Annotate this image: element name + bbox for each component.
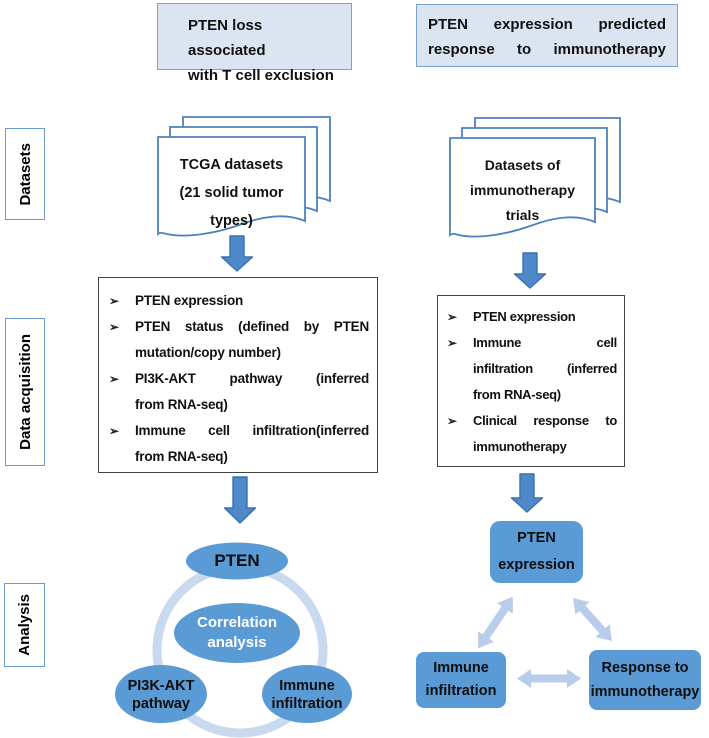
pten-expression-line1: PTEN <box>517 530 556 546</box>
doc-left-line2: (21 solid tumor types) <box>179 185 284 229</box>
pten-ellipse-label: PTEN <box>186 543 288 579</box>
doc-right-line3: trials <box>505 207 540 223</box>
pten-text: PTEN <box>214 551 260 570</box>
pi3k-line1: PI3K-AKT <box>127 677 195 694</box>
list-item: ➢ Immune cell infiltration (inferred fro… <box>445 330 617 408</box>
sidebar-label-data-acquisition: Data acquisition <box>5 318 45 466</box>
item-text: PI3K-AKT pathway (inferred <box>135 371 369 386</box>
immune-infiltration-box: Immune infiltration <box>416 652 506 708</box>
item-text: from RNA-seq) <box>135 449 228 464</box>
arrow-bullet-icon: ➢ <box>447 336 457 350</box>
pten-expression-box: PTEN expression <box>490 521 583 583</box>
doc-left-line1: TCGA datasets <box>179 157 284 173</box>
list-item: ➢ PTEN expression <box>107 288 369 314</box>
item-text: from RNA-seq) <box>135 397 228 412</box>
pten-ellipse <box>186 542 288 580</box>
item-text: Immune cell infiltration(inferred <box>135 423 369 438</box>
item-text: Immune cell <box>473 335 617 350</box>
item-text: PTEN expression <box>135 293 244 308</box>
list-item: ➢ PTEN expression <box>445 304 617 330</box>
item-text: PTEN status (defined by PTEN <box>135 319 369 334</box>
arrow-bullet-icon: ➢ <box>447 310 457 324</box>
correlation-analysis-label: Correlation analysis <box>174 604 300 662</box>
item-text: Clinical response to <box>473 413 617 428</box>
header-right-line2: response to immunotherapy <box>428 41 666 58</box>
document-sheet-front <box>449 137 596 238</box>
pi3k-akt-pathway-ellipse <box>115 665 207 723</box>
arrow-bullet-icon: ➢ <box>447 414 457 428</box>
arrow-bullet-icon: ➢ <box>109 372 119 386</box>
list-item: ➢ PI3K-AKT pathway (inferred from RNA-se… <box>107 366 369 418</box>
response-box-line1: Response to <box>601 660 689 676</box>
header-right-line1: PTEN expression predicted <box>428 16 666 33</box>
analysis-label-text: Analysis <box>16 594 33 656</box>
list-item: ➢ Immune cell infiltration(inferred from… <box>107 418 369 470</box>
sidebar-label-analysis: Analysis <box>4 583 45 667</box>
header-left-line2: with T cell exclusion <box>188 67 334 84</box>
acquisition-list-left: ➢ PTEN expression ➢ PTEN status (defined… <box>107 288 369 470</box>
item-text: mutation/copy number) <box>135 345 281 360</box>
down-arrow-datasets-left <box>220 235 254 272</box>
arrow-bullet-icon: ➢ <box>109 320 119 334</box>
pi3k-akt-pathway-label: PI3K-AKT pathway <box>115 666 207 723</box>
header-left-line1: PTEN loss associated <box>188 17 266 59</box>
double-arrow-top-to-response <box>573 597 612 642</box>
doc-right-line2: immunotherapy <box>469 182 575 198</box>
acquisition-box-right: ➢ PTEN expression ➢ Immune cell infiltra… <box>437 295 625 467</box>
header-right-box: PTEN expression predicted response to im… <box>416 4 678 67</box>
down-arrow-datasets-right <box>513 252 547 289</box>
sidebar-label-datasets: Datasets <box>5 128 45 220</box>
down-arrow-acquisition-right <box>510 473 544 513</box>
item-text: from RNA-seq) <box>473 387 561 402</box>
immune-infiltration-ellipse <box>262 665 352 723</box>
tcga-datasets-document-text: TCGA datasets (21 solid tumor types) <box>158 151 305 235</box>
immune-box-line2: infiltration <box>425 683 497 699</box>
header-left-box: PTEN loss associated with T cell exclusi… <box>157 3 352 84</box>
arrow-bullet-icon: ➢ <box>109 424 119 438</box>
item-text: PTEN expression <box>473 309 576 324</box>
arrow-bullet-icon: ➢ <box>109 294 119 308</box>
correlation-analysis-ellipse <box>174 603 300 663</box>
correlation-line1: Correlation <box>196 614 277 631</box>
list-item: ➢ Clinical response to immunotherapy <box>445 408 617 460</box>
pten-expression-line2: expression <box>498 557 575 573</box>
response-box-line2: immunotherapy <box>590 684 700 700</box>
document-stack-right <box>449 117 621 238</box>
datasets-label-text: Datasets <box>16 142 34 206</box>
immune-line1: Immune <box>279 677 335 694</box>
down-arrow-acquisition-left <box>223 476 257 524</box>
list-item: ➢ PTEN status (defined by PTEN mutation/… <box>107 314 369 366</box>
correlation-line2: analysis <box>207 634 267 651</box>
pi3k-line2: pathway <box>131 695 190 712</box>
item-text: infiltration (inferred <box>473 361 617 376</box>
data-acquisition-label-text: Data acquisition <box>16 334 34 450</box>
document-sheet-front <box>157 136 306 237</box>
acquisition-list-right: ➢ PTEN expression ➢ Immune cell infiltra… <box>445 304 617 460</box>
immune-box-line1: Immune <box>433 660 489 676</box>
document-stack-left <box>157 116 331 237</box>
double-arrow-top-to-immune <box>478 596 513 649</box>
response-to-immunotherapy-box: Response to immunotherapy <box>589 650 701 710</box>
immune-infiltration-label: Immune infiltration <box>262 666 352 723</box>
item-text: immunotherapy <box>473 439 567 454</box>
doc-right-line1: Datasets of <box>484 157 561 173</box>
acquisition-box-left: ➢ PTEN expression ➢ PTEN status (defined… <box>98 277 378 473</box>
immune-line2: infiltration <box>271 695 343 712</box>
double-arrow-immune-response <box>517 669 581 688</box>
immunotherapy-datasets-document-text: Datasets of immunotherapy trials <box>450 153 595 228</box>
